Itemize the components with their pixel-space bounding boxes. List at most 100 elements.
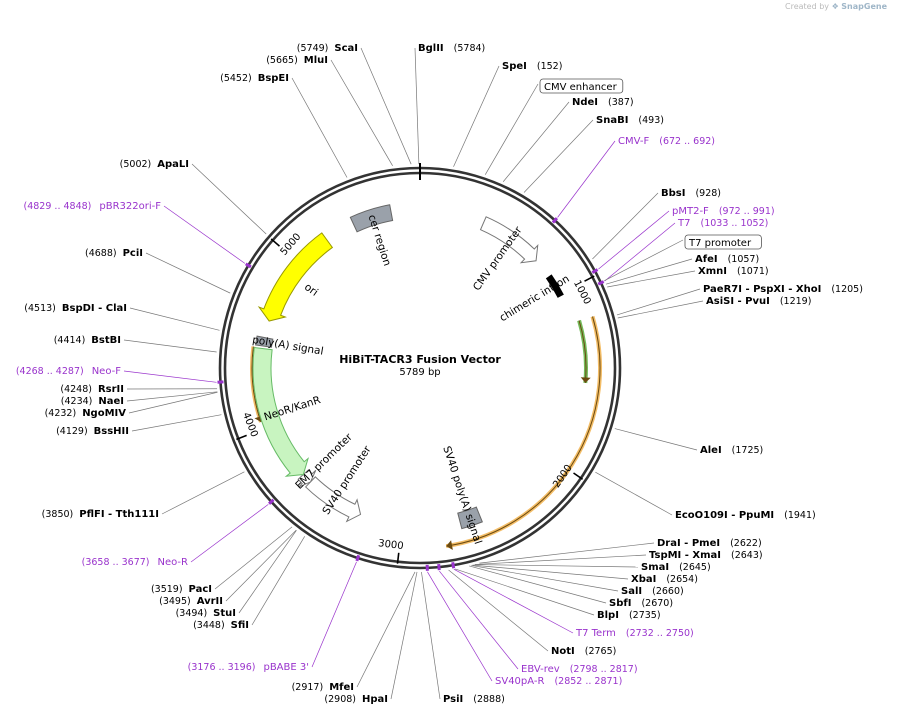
site-position: (1057) — [728, 254, 760, 265]
primer-range: (2798 .. 2817) — [570, 664, 638, 675]
site-leader-line — [471, 565, 619, 592]
plasmid-length: 5789 bp — [399, 367, 440, 378]
primer-range: (1033 .. 1052) — [700, 218, 768, 229]
credit-brand: SnapGene — [841, 2, 887, 11]
primer-label: CMV-F(672 .. 692) — [618, 136, 715, 147]
site-name: PciI — [123, 248, 143, 259]
site-name: SmaI — [641, 562, 669, 573]
primer-leader-line — [190, 504, 269, 563]
feature-poly-a-signal — [255, 335, 274, 348]
primer-name: T7 — [677, 218, 690, 229]
primer-marks — [217, 217, 605, 571]
site-position: (2645) — [679, 562, 711, 573]
site-label: (4234)NaeI — [61, 396, 124, 407]
site-name: SpeI — [502, 61, 527, 72]
site-leader-line — [448, 569, 549, 652]
site-label: NotI(2765) — [551, 646, 616, 657]
site-name: SfiI — [231, 620, 249, 631]
site-position: (2917) — [292, 682, 324, 693]
site-position: (1725) — [732, 445, 764, 456]
site-name: SnaBI — [596, 115, 628, 126]
site-labels: BglII(5784)(5749)ScaI(5665)MluI(5452)Bsp… — [16, 43, 863, 705]
site-position: (2622) — [730, 538, 762, 549]
primer-leader-line — [604, 222, 676, 282]
feature-chimeric-intron — [545, 274, 564, 298]
site-leader-line — [390, 571, 418, 700]
primer-name: T7 Term — [575, 628, 616, 639]
site-name: MfeI — [329, 682, 354, 693]
site-position: (3448) — [193, 620, 225, 631]
primer-leader-line — [427, 571, 493, 682]
primer-name: pBABE 3' — [263, 662, 309, 673]
tick-3000 — [396, 552, 400, 564]
site-name: NaeI — [98, 396, 124, 407]
feature-label: ori — [302, 281, 320, 299]
primer-mark-5 — [268, 498, 275, 505]
primer-leader-line — [123, 370, 217, 383]
site-leader-line — [453, 65, 500, 167]
site-label: (5665)MluI — [266, 55, 328, 66]
label-leader-lines — [123, 47, 704, 700]
feature-label: SV40 poly(A) signal — [440, 445, 484, 546]
site-name: NotI — [551, 646, 575, 657]
primer-mark-2 — [597, 280, 605, 286]
site-leader-line — [251, 536, 305, 626]
primer-name: CMV-F — [618, 136, 649, 147]
primer-range: (2852 .. 2871) — [554, 676, 622, 687]
site-leader-line — [123, 339, 217, 353]
site-leader-line — [360, 47, 412, 165]
site-name: BstBI — [91, 335, 121, 346]
site-position: (928) — [695, 188, 721, 199]
feature-label: chimeric intron — [498, 273, 572, 324]
site-label: BglII(5784) — [418, 43, 485, 54]
site-label: EcoO109I - PpuMI(1941) — [675, 510, 816, 521]
tick-label-2000: 2000 — [551, 463, 574, 490]
site-position: (1941) — [784, 510, 816, 521]
site-position: (2660) — [652, 586, 684, 597]
feature-cer-region — [349, 204, 394, 233]
site-position: (2654) — [666, 574, 698, 585]
primer-name: EBV-rev — [521, 664, 560, 675]
site-name: RsrII — [98, 384, 124, 395]
boxed-feature-label: CMV enhancer — [544, 82, 618, 93]
primer-label: T7 Term(2732 .. 2750) — [575, 628, 694, 639]
primer-mark-1 — [591, 268, 599, 274]
primer-label: (3176 .. 3196)pBABE 3' — [188, 662, 309, 673]
site-name: PflFI - Tth111I — [79, 509, 159, 520]
site-name: BbsI — [661, 188, 685, 199]
primer-range: (3658 .. 3677) — [82, 557, 150, 568]
site-label: DraI - PmeI(2622) — [657, 538, 762, 549]
site-position: (3519) — [151, 584, 183, 595]
tick-2000 — [573, 472, 584, 480]
site-label: (3850)PflFI - Tth111I — [42, 509, 159, 520]
site-label: AsiSI - PvuI(1219) — [706, 296, 811, 307]
site-label: (2908)HpaI — [324, 694, 388, 705]
primer-range: (4829 .. 4848) — [24, 201, 92, 212]
site-position: (2643) — [731, 550, 763, 561]
site-label: SmaI (2645) — [641, 562, 711, 573]
primer-mark-3 — [244, 262, 252, 269]
primer-range: (972 .. 991) — [719, 206, 775, 217]
boxed-feature-leader-line — [604, 239, 684, 282]
primer-mark-7 — [437, 563, 441, 571]
orf-arcs — [250, 315, 603, 551]
site-label: (3494)StuI — [176, 608, 236, 619]
site-label: PaeR7I - PspXI - XhoI(1205) — [703, 284, 863, 295]
site-position: (5749) — [297, 43, 329, 54]
site-label: TspMI - XmaI(2643) — [649, 550, 763, 561]
orf-arrowhead-2 — [580, 377, 591, 383]
tick-5000 — [270, 238, 281, 247]
site-position: (4414) — [54, 335, 86, 346]
site-name: PacI — [189, 584, 212, 595]
primer-name: SV40pA-R — [495, 676, 544, 687]
feature-ori — [257, 232, 334, 322]
tick-1000 — [584, 275, 595, 282]
site-name: BssHII — [94, 426, 129, 437]
site-label: (5452)BspEI — [220, 73, 289, 84]
primer-name: pMT2-F — [672, 206, 709, 217]
primer-label: EBV-rev (2798 .. 2817) — [521, 664, 638, 675]
site-position: (5002) — [120, 159, 152, 170]
site-leader-line — [474, 554, 647, 565]
site-name: StuI — [213, 608, 236, 619]
